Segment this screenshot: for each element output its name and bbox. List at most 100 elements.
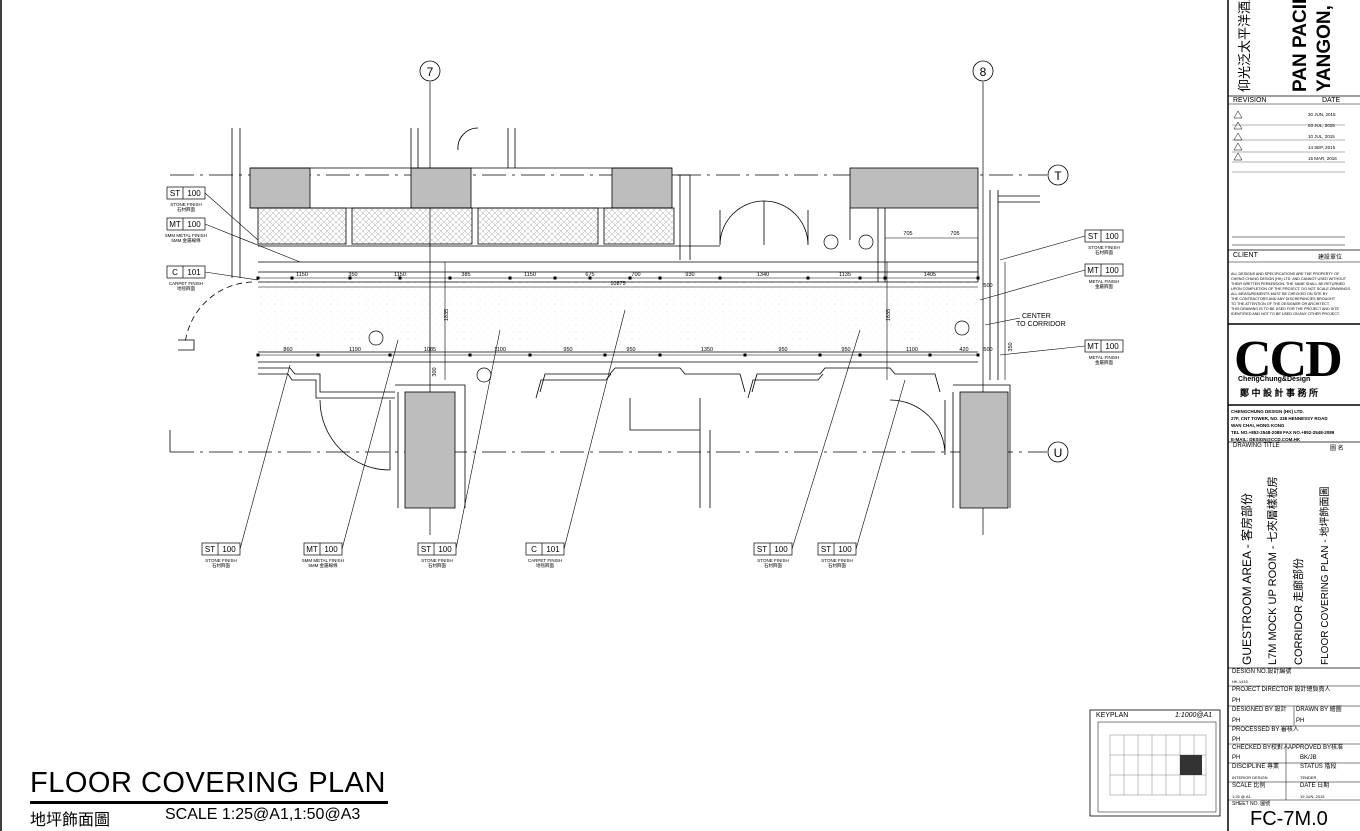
keyplan-sketch <box>1109 734 1207 796</box>
keyplan-label: KEYPLAN <box>1096 712 1129 719</box>
design-no-value: HK-1410 <box>1232 679 1248 684</box>
company-line: E-MAIL: DESIGN@CCD.COM.HK <box>1231 437 1301 442</box>
grid-label-8: 8 <box>980 65 987 79</box>
dim-top: 675 <box>585 272 594 278</box>
rev-date: 15 MAR, 2016 <box>1308 156 1337 161</box>
tag-caption: METAL FINISH <box>1089 355 1120 360</box>
dim-bottom: 950 <box>778 347 787 353</box>
dimension-tick <box>388 353 392 357</box>
dimension-tick <box>528 353 532 357</box>
dimension-tick <box>743 353 747 357</box>
disclaimer-line: THIS DRAWING IS TO BE USED FOR THE PROJE… <box>1231 307 1339 311</box>
tag-caption: CARPET FINISH <box>528 558 562 563</box>
ccd-logo-sub: ChengChung&Design <box>1238 376 1311 383</box>
dim-bottom: 1190 <box>349 347 361 353</box>
grid-label-u: U <box>1054 446 1063 460</box>
dimension-tick <box>858 276 862 280</box>
dimension-tick <box>508 276 512 280</box>
corridor-floor <box>258 282 978 352</box>
dimension-tick <box>928 353 932 357</box>
disclaimer-line: ALL DESIGNS AND SPECIFICATIONS ARE THE P… <box>1231 272 1340 276</box>
dim-bottom: 950 <box>626 347 635 353</box>
dimension-tick <box>858 353 862 357</box>
dim-top: 1150 <box>524 272 536 278</box>
processed-by-value: PH <box>1232 737 1241 743</box>
dimension-tick <box>398 276 402 280</box>
dimension-tick <box>256 353 260 357</box>
dimension-tick <box>588 276 592 280</box>
dimension-tick <box>603 353 607 357</box>
designed-by-label: DESIGNED BY 設計 <box>1232 707 1287 713</box>
dimension-lines <box>258 237 1006 380</box>
company-line: CHENGCHUNG DESIGN (HK) LTD. <box>1231 409 1304 414</box>
dim-side: 1835 <box>444 309 450 321</box>
tag-code: ST <box>821 545 831 554</box>
section-markers <box>368 234 970 383</box>
tag-number: 100 <box>774 545 788 554</box>
dimension-tick <box>806 276 810 280</box>
top-wall <box>231 127 1040 380</box>
drawing-title-line: L7M MOCK UP ROOM - 七夾層樣板房 <box>1267 476 1279 665</box>
drawing-title-line: CORRIDOR 走廊部份 <box>1293 558 1305 665</box>
tag-caption: 金屬飾面 <box>1095 283 1113 290</box>
tag-number: 100 <box>187 189 201 198</box>
dimension-tick <box>553 276 557 280</box>
drawing-title-label-cn: 圖 名 <box>1330 446 1344 452</box>
dim-top: 1150 <box>296 272 308 278</box>
disclaimer-line: UPON COMPLETION OF THE PROJECT. DO NOT S… <box>1231 287 1351 291</box>
dim-side: 1835 <box>886 309 892 321</box>
dimension-tick <box>658 276 662 280</box>
grid-bubble-u <box>1047 441 1069 463</box>
processed-by-label: PROCESSED BY 審核人 <box>1232 727 1299 733</box>
tag-code: MT <box>1087 266 1099 275</box>
dimension-tick <box>316 353 320 357</box>
project-director-value: PH <box>1232 698 1241 704</box>
tag-caption: 石材飾面 <box>177 206 195 213</box>
tag-number: 100 <box>222 545 236 554</box>
grid-bubble-8 <box>972 60 994 82</box>
dim-side: 300 <box>432 367 438 376</box>
tag-code: ST <box>170 189 180 198</box>
corridor-note: TO CORRIDOR <box>1016 321 1066 328</box>
dim-side: 350 <box>1008 342 1014 351</box>
tag-number: 100 <box>1105 266 1119 275</box>
tag-number: 100 <box>324 545 338 554</box>
design-no-label: DESIGN NO.設計編號 <box>1232 669 1292 675</box>
tag-code: C <box>172 268 178 277</box>
grid-label-t: T <box>1054 169 1062 183</box>
status-value: TENDER <box>1300 775 1317 780</box>
dimension-tick <box>658 353 662 357</box>
rev-date: 14 SEP, 2015 <box>1308 145 1336 150</box>
tag-caption: STONE FINISH <box>1088 245 1119 250</box>
tag-number: 101 <box>546 545 560 554</box>
project-name-1: PAN PACIFIC <box>1290 0 1311 92</box>
tag-number: 100 <box>1105 342 1119 351</box>
plan-subtitle-cn: 地坪飾面圖 <box>30 810 111 829</box>
tag-number: 101 <box>187 268 201 277</box>
dim-top: 1405 <box>924 272 936 278</box>
dimension-tick <box>976 276 980 280</box>
dimension-tick <box>290 276 294 280</box>
revision-label: REVISION <box>1233 97 1267 104</box>
dim-bottom: 1350 <box>701 347 713 353</box>
drawing-title-label: DRAWING TITLE <box>1233 443 1280 449</box>
grid-label-7: 7 <box>427 65 434 79</box>
keyplan-scale: 1:1000@A1 <box>1175 712 1213 719</box>
dim-top: 385 <box>461 272 470 278</box>
dim-side: 500 <box>983 347 992 353</box>
leader-lines <box>204 192 1086 550</box>
dimension-tick <box>718 276 722 280</box>
bottom-wall <box>169 351 1011 509</box>
dim-bottom: 950 <box>563 347 572 353</box>
dim-right: 705 <box>903 231 912 237</box>
dimension-tick <box>628 276 632 280</box>
tag-number: 100 <box>1105 232 1119 241</box>
client-label-cn: 建設單位 <box>1318 255 1343 261</box>
tag-code: C <box>531 545 537 554</box>
rev-date: 03 JUL, 2015 <box>1308 123 1335 128</box>
approved-by-label: APPROVED BY核准 <box>1288 745 1344 751</box>
disclaimer-line: IDENTIFIED AND NOT TO BE USED ON ANY OTH… <box>1231 312 1340 316</box>
dim-bottom: 1085 <box>424 347 436 353</box>
dim-bottom: 420 <box>959 347 968 353</box>
disclaimer-line: TO THE ATTENTION OF THE DESIGNER OR ARCH… <box>1231 302 1330 306</box>
